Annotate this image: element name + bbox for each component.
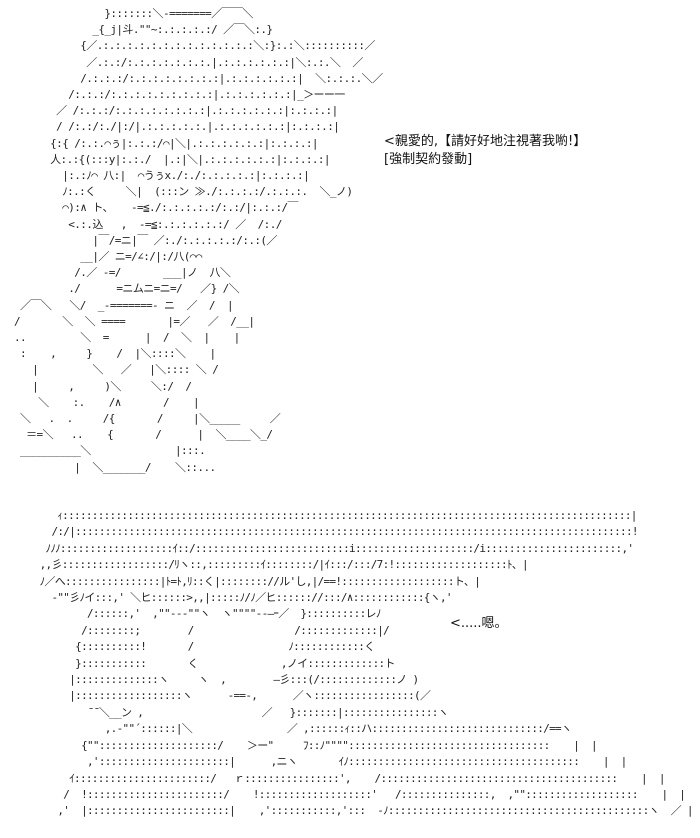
ascii-art-character-bottom: ｨ:::::::::::::::::::::::::::::::::::::::… [39,509,694,818]
speech-text-top-line-1: <親愛的,【請好好地注視著我喲!】 [384,134,587,149]
ascii-art-character-top: }:::::::＼-=======／￣￣＼ _{_j|斗.""~:.:.:.:.… [14,7,383,474]
speech-text-bottom: <.....嗯。 [450,616,508,631]
speech-text-top-line-2: [強制契約發動] [384,152,473,167]
